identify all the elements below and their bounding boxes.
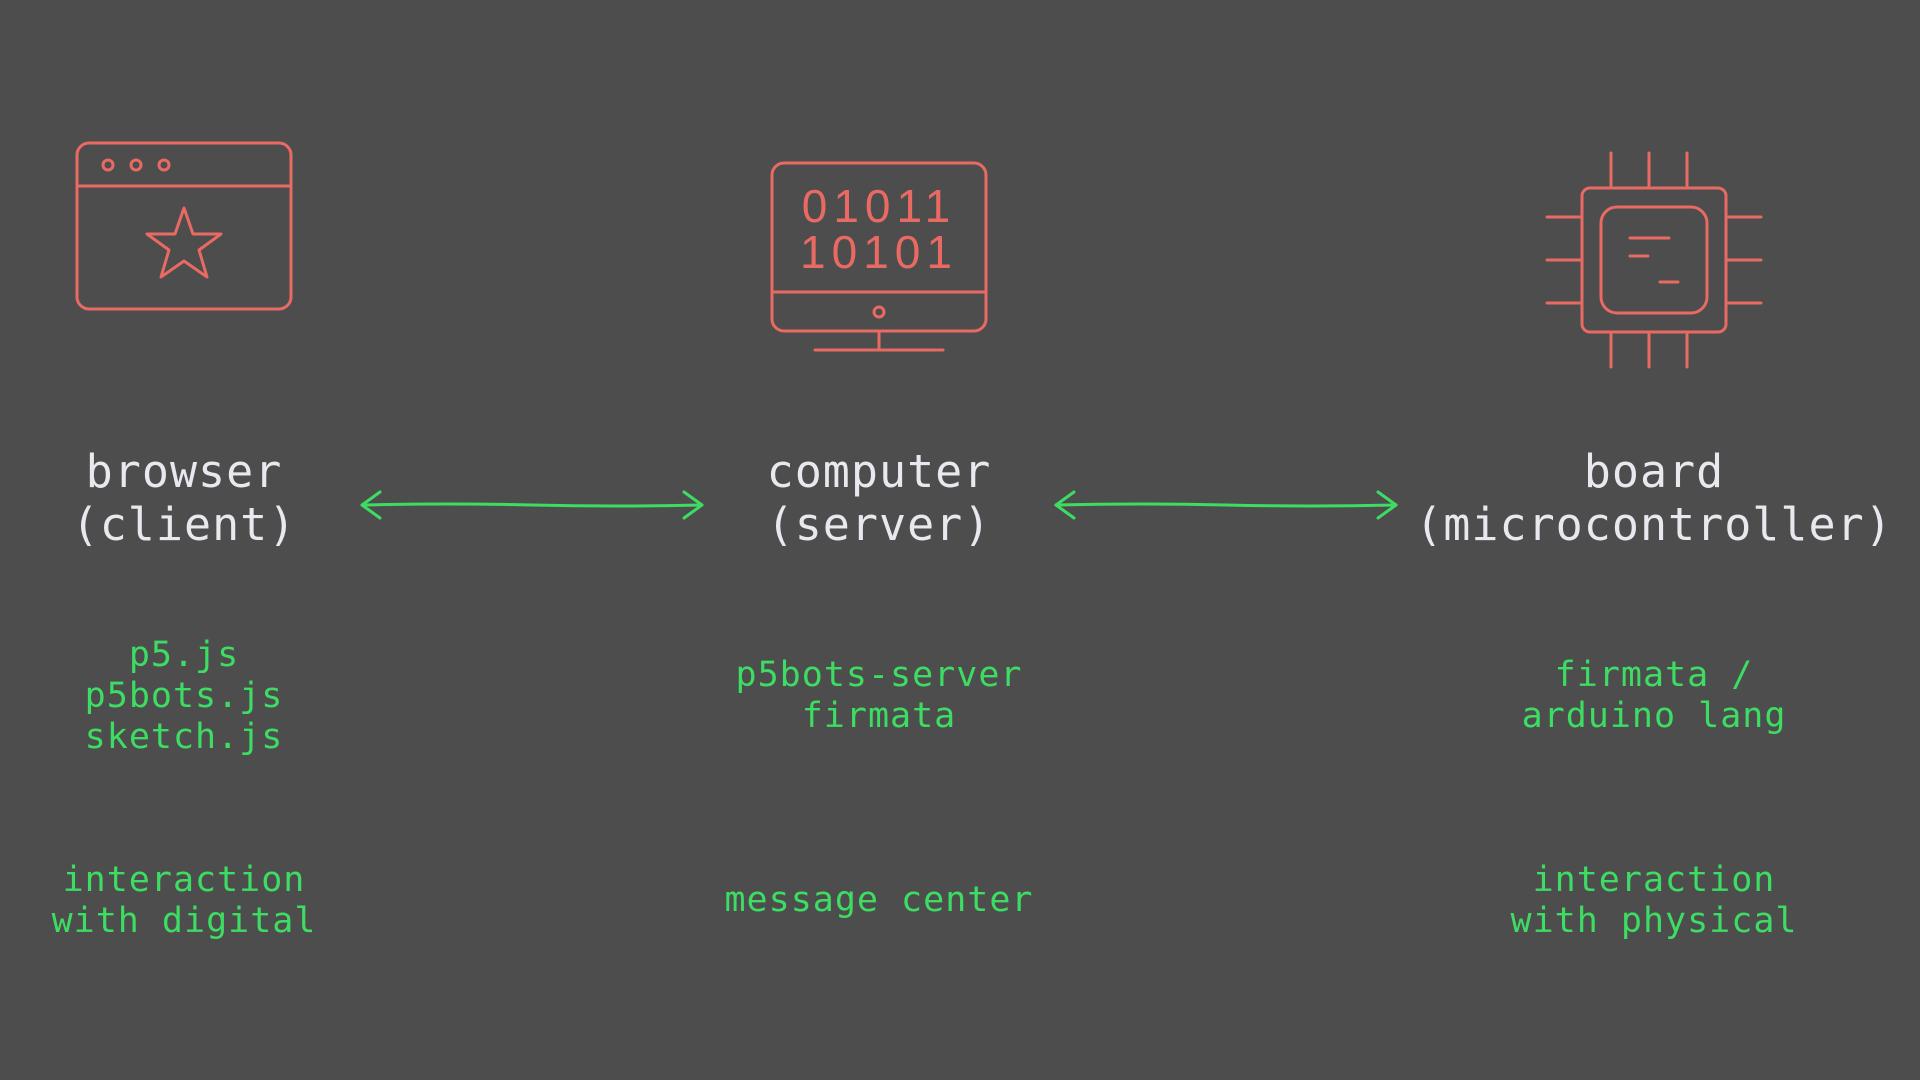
- binary-line-1: 01011: [802, 180, 957, 232]
- browser-libraries: p5.js p5bots.js sketch.js: [0, 635, 504, 758]
- browser-title-line-2: (client): [71, 498, 297, 551]
- board-role-line-1: interaction: [1532, 860, 1776, 900]
- browser-role-line-2: with digital: [51, 901, 317, 941]
- computer-title-line-1: computer: [766, 445, 992, 498]
- browser-window-star-icon: [75, 141, 293, 311]
- computer-monitor-binary-icon: 01011 10101: [770, 161, 988, 352]
- microchip-icon: [1545, 151, 1763, 369]
- board-library-item: firmata /: [1554, 655, 1754, 695]
- browser-computer-arrow: [360, 490, 704, 520]
- browser-role-line-1: interaction: [62, 860, 306, 900]
- board-node: board (microcontroller) firmata / arduin…: [1334, 0, 1920, 1080]
- browser-title: browser (client): [0, 445, 504, 551]
- computer-role: message center: [559, 880, 1199, 921]
- computer-library-item: p5bots-server: [735, 655, 1023, 695]
- computer-libraries: p5bots-server firmata: [559, 655, 1199, 737]
- browser-role: interaction with digital: [0, 860, 504, 942]
- browser-library-item: p5bots.js: [84, 676, 284, 716]
- browser-library-item: sketch.js: [84, 717, 284, 757]
- computer-role-line-1: message center: [724, 880, 1034, 920]
- browser-node: browser (client) p5.js p5bots.js sketch.…: [0, 0, 504, 1080]
- board-title: board (microcontroller): [1334, 445, 1920, 551]
- computer-title-line-2: (server): [766, 498, 992, 551]
- board-title-line-2: (microcontroller): [1415, 498, 1893, 551]
- computer-title: computer (server): [559, 445, 1199, 551]
- board-title-line-1: board: [1583, 445, 1725, 498]
- browser-library-item: p5.js: [128, 635, 240, 675]
- binary-line-2: 10101: [800, 226, 958, 278]
- board-library-item: arduino lang: [1521, 696, 1787, 736]
- board-libraries: firmata / arduino lang: [1334, 655, 1920, 737]
- board-role: interaction with physical: [1334, 860, 1920, 942]
- browser-title-line-1: browser: [85, 445, 283, 498]
- computer-node: 01011 10101 computer (server) p5bots-ser…: [559, 0, 1199, 1080]
- computer-library-item: firmata: [801, 696, 957, 736]
- board-role-line-2: with physical: [1510, 901, 1798, 941]
- computer-board-arrow: [1054, 490, 1398, 520]
